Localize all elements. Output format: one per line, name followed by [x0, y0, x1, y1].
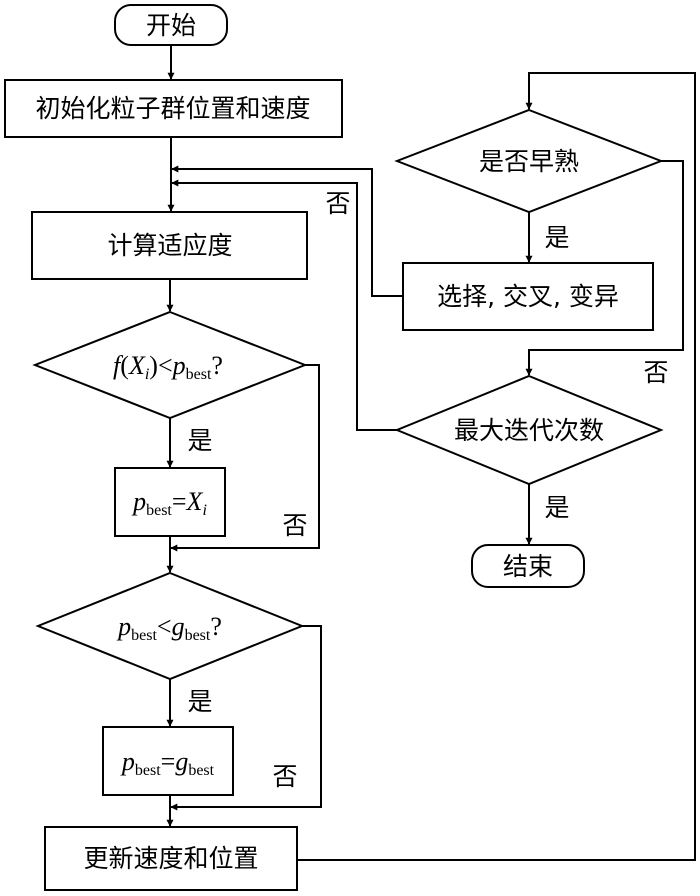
assign-pbest-label: pbest=Xi	[131, 487, 207, 519]
label-no-premature: 否	[643, 358, 668, 387]
genetic-label: 选择, 交叉, 变异	[437, 282, 619, 311]
label-yes-premature: 是	[544, 223, 569, 252]
assign-gbest-node: pbest=gbest	[102, 726, 234, 796]
decision-pbest-vs-gbest: pbest<gbest?	[35, 571, 305, 681]
genetic-node: 选择, 交叉, 变异	[402, 262, 654, 331]
start-node: 开始	[114, 4, 228, 46]
edge-maxiter-no-to-merge	[171, 179, 397, 431]
decision-fitness-vs-pbest: f(Xi)<pbest?	[32, 310, 308, 420]
assign-gbest-label: pbest=gbest	[120, 747, 215, 779]
edge-genetic-to-merge	[171, 165, 403, 297]
decision-premature: 是否早熟	[394, 108, 664, 214]
fitness-label: 计算适应度	[107, 231, 232, 260]
label-yes-maxiter: 是	[544, 493, 569, 522]
decision-pbest-vs-gbest-label: pbest<gbest?	[116, 612, 222, 644]
fitness-node: 计算适应度	[31, 211, 308, 280]
edge-update-to-premature	[297, 72, 696, 861]
label-yes-decision1: 是	[187, 426, 212, 455]
label-no-decision2: 否	[272, 762, 297, 791]
label-no-decision1: 否	[282, 511, 307, 540]
label-no-maxiter: 否	[325, 189, 350, 218]
assign-pbest-node: pbest=Xi	[114, 467, 226, 537]
decision-premature-label: 是否早熟	[479, 147, 579, 176]
edge-decision1-no	[170, 364, 320, 552]
label-yes-decision2: 是	[187, 687, 212, 716]
update-node: 更新速度和位置	[44, 826, 298, 891]
end-label: 结束	[503, 552, 553, 581]
edge-decision2-no	[170, 625, 322, 811]
decision-max-iterations: 最大迭代次数	[394, 374, 664, 486]
update-label: 更新速度和位置	[83, 844, 258, 873]
edge-premature-no	[525, 160, 684, 376]
start-label: 开始	[146, 11, 196, 40]
init-node: 初始化粒子群位置和速度	[4, 79, 343, 138]
decision-max-iterations-label: 最大迭代次数	[454, 416, 604, 445]
end-node: 结束	[471, 544, 585, 588]
init-label: 初始化粒子群位置和速度	[35, 94, 310, 123]
decision-fitness-vs-pbest-label: f(Xi)<pbest?	[113, 351, 223, 383]
